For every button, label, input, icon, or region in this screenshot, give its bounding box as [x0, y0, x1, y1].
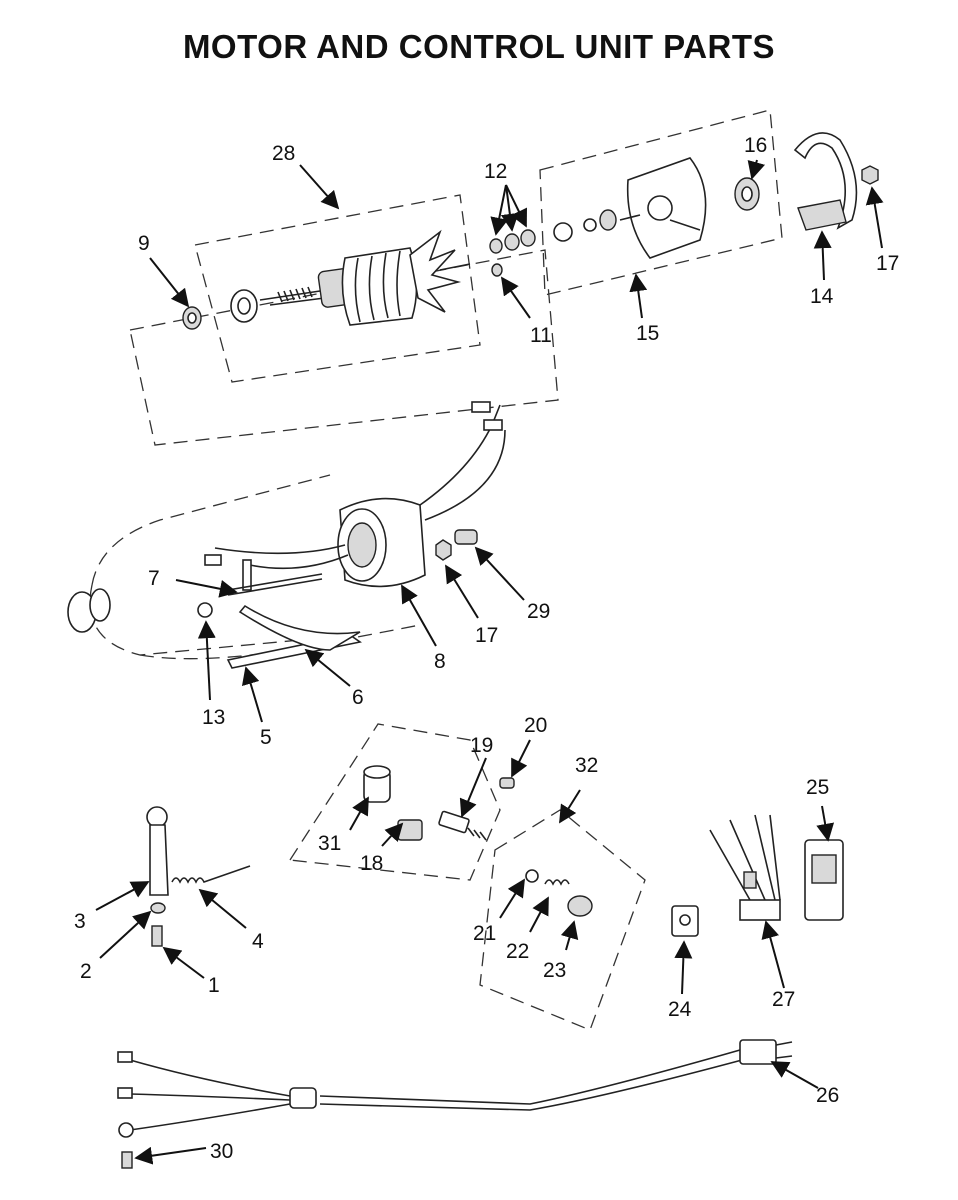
bearing-part — [230, 289, 258, 323]
spring-part-22 — [544, 879, 570, 886]
callout-25: 25 — [806, 776, 829, 799]
callout-19: 19 — [470, 734, 493, 757]
callout-17-upper: 17 — [876, 252, 899, 275]
bushing-part-16 — [734, 177, 760, 211]
leader-arrows — [95, 159, 884, 1165]
washer-part-2 — [150, 902, 166, 914]
callout-14: 14 — [810, 285, 834, 308]
callout-1: 1 — [208, 974, 220, 997]
strap-part-6 — [238, 604, 361, 651]
callout-21: 21 — [473, 922, 496, 945]
callout-15: 15 — [636, 322, 659, 345]
callout-9: 9 — [138, 232, 150, 255]
callout-18: 18 — [360, 852, 383, 875]
screw-part-11 — [491, 263, 503, 277]
callout-29: 29 — [527, 600, 550, 623]
cap-part-21 — [525, 869, 539, 883]
washer-part-9 — [182, 306, 202, 330]
screw-part-30 — [121, 1151, 133, 1169]
screw-part-20 — [499, 777, 515, 789]
armature-group-outline — [129, 194, 559, 446]
end-bell-part-15 — [553, 157, 707, 259]
control-outline — [288, 723, 646, 1031]
screw-part-7 — [227, 573, 323, 596]
callout-32: 32 — [575, 754, 598, 777]
nut-part-17-upper — [861, 165, 879, 185]
callout-16: 16 — [744, 134, 767, 157]
callout-23: 23 — [543, 959, 566, 982]
plug-part-23 — [567, 895, 593, 917]
callout-labels: 28 9 12 11 15 16 14 17 7 13 5 6 8 17 29 … — [74, 134, 899, 1163]
callout-7: 7 — [148, 567, 160, 590]
callout-22: 22 — [506, 940, 529, 963]
callout-2: 2 — [80, 960, 92, 983]
callout-3: 3 — [74, 910, 86, 933]
callout-31: 31 — [318, 832, 341, 855]
sleeve-part-29 — [454, 529, 478, 545]
callout-6: 6 — [352, 686, 364, 709]
bracket-part-14 — [793, 132, 858, 231]
callout-24: 24 — [668, 998, 692, 1021]
callout-8: 8 — [434, 650, 446, 673]
lever-part-3 — [146, 806, 169, 896]
spring-part-4 — [171, 865, 251, 884]
wire-harness-part-27 — [709, 814, 781, 921]
screw-part-1 — [151, 925, 163, 947]
field-part-8 — [204, 401, 506, 591]
callout-17-middle: 17 — [475, 624, 498, 647]
callout-11: 11 — [530, 324, 552, 347]
power-cord-part-26 — [117, 1039, 793, 1138]
nut-part-17-middle — [435, 539, 452, 561]
callout-30: 30 — [210, 1140, 233, 1163]
switch-part-24 — [671, 905, 699, 937]
lockwasher-part-13 — [197, 602, 213, 618]
callout-5: 5 — [260, 726, 272, 749]
brush-part-19 — [438, 810, 487, 841]
armature-part-28 — [259, 229, 471, 326]
callout-27: 27 — [772, 988, 795, 1011]
diagram-title: MOTOR AND CONTROL UNIT PARTS — [182, 28, 776, 65]
housing-end-fitting — [67, 588, 111, 633]
callout-28: 28 — [272, 142, 295, 165]
callout-26: 26 — [816, 1084, 839, 1107]
callout-20: 20 — [524, 714, 547, 737]
end-bell-group-outline — [539, 109, 783, 296]
brush-holder-part-18 — [397, 819, 423, 841]
sleeve-part-31 — [363, 765, 391, 803]
callout-4: 4 — [252, 930, 264, 953]
washers-part-12 — [489, 229, 536, 254]
control-plate-part-25 — [804, 839, 844, 921]
callout-12: 12 — [484, 160, 507, 183]
callout-13: 13 — [202, 706, 225, 729]
